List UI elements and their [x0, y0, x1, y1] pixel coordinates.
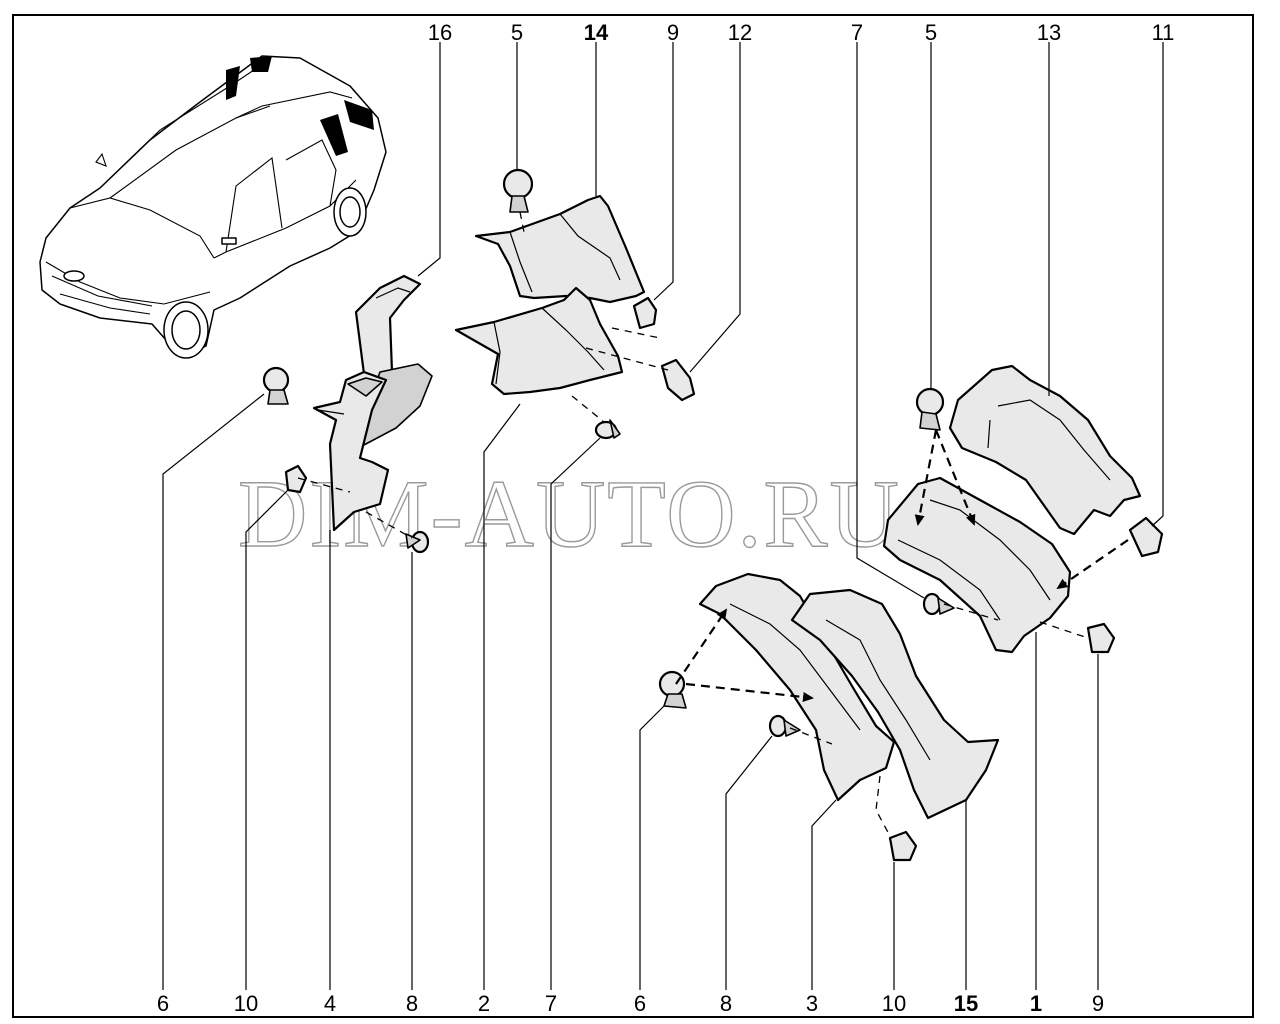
screw-7-center [594, 419, 621, 440]
callout-bottom-6a: 6 [157, 991, 169, 1016]
assembly-lines [297, 211, 1129, 837]
screw-7-right [922, 592, 955, 616]
callout-bottom-4: 4 [324, 991, 336, 1016]
callout-bottom-6b: 6 [634, 991, 646, 1016]
part-13-trim [948, 364, 1142, 536]
clip-10-left [284, 464, 308, 494]
part-1-trim [882, 476, 1072, 654]
part-14-trim [474, 194, 646, 304]
leader-lines [162, 42, 1164, 990]
callout-bottom-9: 9 [1092, 991, 1104, 1016]
clip-6-lower [658, 670, 687, 709]
callout-top-11: 11 [1152, 20, 1175, 45]
screw-8-left [405, 530, 430, 554]
callouts-top: 16 5 14 9 12 7 5 13 11 [428, 20, 1175, 45]
callouts-bottom: 6 10 4 8 2 7 6 8 3 10 15 1 9 [157, 991, 1104, 1016]
part-3-trim [698, 572, 896, 802]
callout-bottom-7: 7 [545, 991, 557, 1016]
callout-top-14: 14 [584, 20, 609, 45]
callout-top-9: 9 [667, 20, 679, 45]
callout-top-16: 16 [428, 20, 452, 45]
callout-bottom-10b: 10 [882, 991, 906, 1016]
clip-6-left [262, 366, 290, 405]
callout-bottom-2: 2 [478, 991, 490, 1016]
part-15-trim [790, 588, 1000, 820]
callout-bottom-15: 15 [954, 991, 978, 1016]
cap-11 [1128, 516, 1164, 558]
clip-5-right [915, 387, 945, 431]
callout-bottom-8a: 8 [406, 991, 418, 1016]
callout-bottom-3: 3 [806, 991, 818, 1016]
callout-top-13: 13 [1037, 20, 1061, 45]
clip-5-top [502, 168, 534, 213]
callout-top-7: 7 [851, 20, 863, 45]
part-9-clip-top [632, 296, 658, 330]
part-12-cap [660, 358, 696, 402]
car-illustration [39, 55, 387, 359]
callout-top-5a: 5 [511, 20, 523, 45]
clip-9-right [1086, 622, 1116, 654]
callout-bottom-10a: 10 [234, 991, 258, 1016]
part-4-pillar-trim [312, 370, 390, 532]
callout-top-5b: 5 [925, 20, 937, 45]
clip-10-lower [888, 830, 918, 862]
part-2-trim [454, 286, 624, 396]
callout-bottom-1: 1 [1030, 991, 1042, 1016]
callout-bottom-8b: 8 [720, 991, 732, 1016]
callout-top-12: 12 [728, 20, 752, 45]
screw-8-lower [768, 714, 801, 738]
diagram-frame [12, 14, 1254, 1018]
